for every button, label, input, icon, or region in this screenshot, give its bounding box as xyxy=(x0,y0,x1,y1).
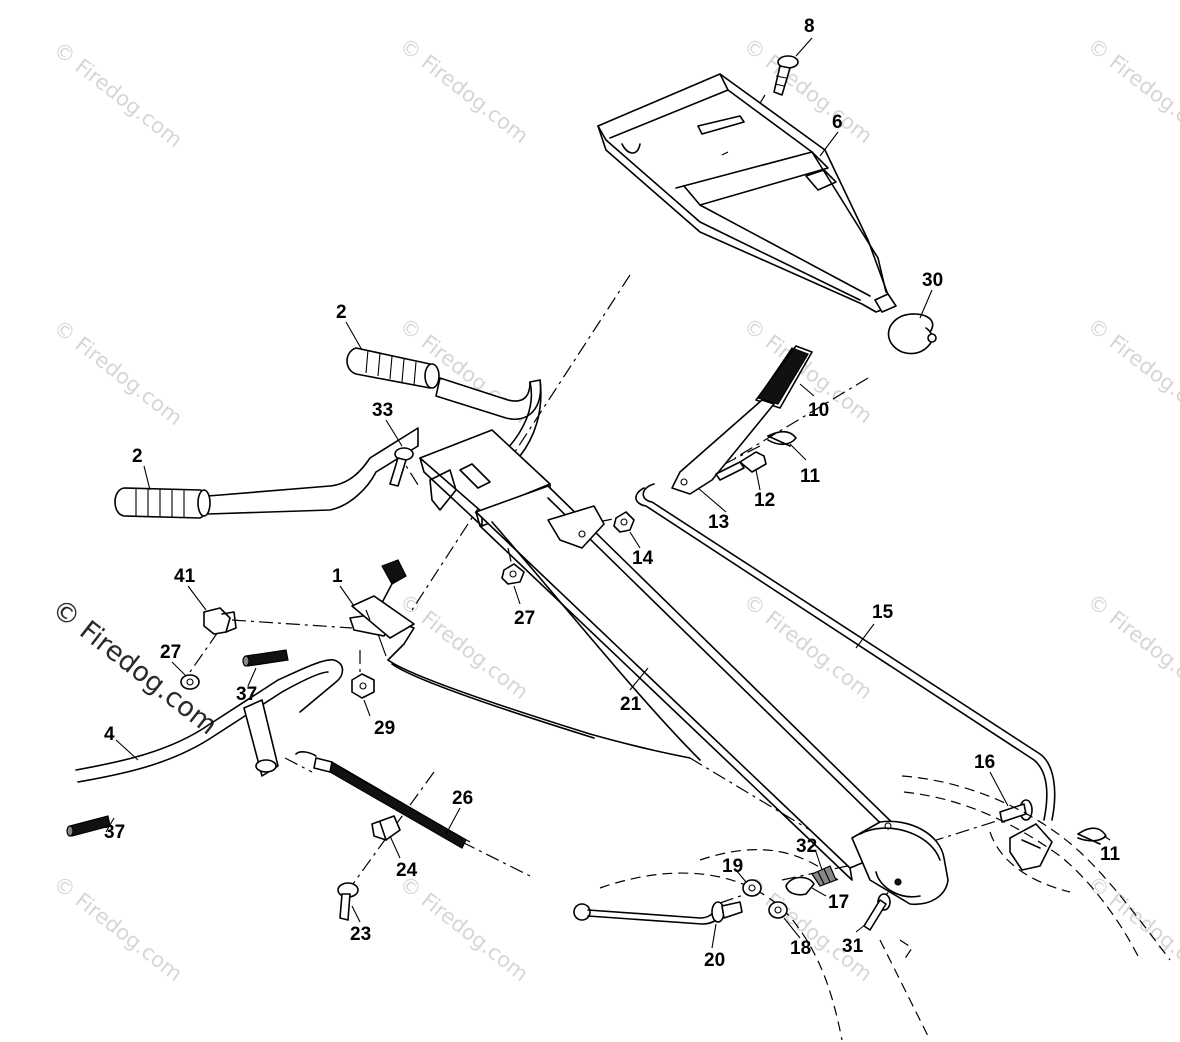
part-label-41: 41 xyxy=(174,566,196,587)
part-label-29: 29 xyxy=(374,718,395,739)
washer-18 xyxy=(768,901,788,919)
part-label-24: 24 xyxy=(396,860,418,881)
watermark: © Firedog.com xyxy=(49,871,187,986)
bolt-33 xyxy=(389,447,414,487)
watermark: © Firedog.com xyxy=(1083,589,1180,704)
nut-14 xyxy=(613,511,635,533)
bolt-12 xyxy=(715,451,767,481)
grip-2-lower xyxy=(114,487,211,519)
part-label-27-left: 27 xyxy=(160,642,181,663)
part-label-2-lower: 2 xyxy=(132,446,143,467)
grip-2-upper xyxy=(346,347,440,389)
watermark: © Firedog.com xyxy=(1083,871,1180,986)
leader-lines xyxy=(105,37,1111,949)
part-label-6: 6 xyxy=(832,112,843,133)
part-labels: 8 6 30 2 2 33 10 11 12 13 14 41 1 27 27 … xyxy=(104,16,1121,971)
part-label-4: 4 xyxy=(104,724,115,745)
linkage-bracket xyxy=(1009,823,1053,871)
watermark: © Firedog.com xyxy=(49,37,187,152)
hairpin-clip-11-lower xyxy=(1077,827,1107,845)
screw-31 xyxy=(863,893,891,931)
spring-32 xyxy=(811,865,837,887)
watermark: © Firedog.com xyxy=(395,871,533,986)
part-label-10: 10 xyxy=(808,400,829,421)
pin-37-upper xyxy=(242,649,289,667)
screw-23 xyxy=(337,882,359,921)
part-label-21: 21 xyxy=(620,694,642,715)
part-label-13: 13 xyxy=(708,512,729,533)
part-label-12: 12 xyxy=(754,490,775,511)
control-rod-15 xyxy=(635,483,1056,821)
tube-housing xyxy=(851,820,949,905)
part-label-20: 20 xyxy=(704,950,725,971)
clutch-lever-1 xyxy=(349,559,415,661)
bolt-16 xyxy=(999,799,1033,823)
part-label-37-upper: 37 xyxy=(236,684,257,705)
part-label-1: 1 xyxy=(332,566,343,587)
cable-26 xyxy=(295,751,471,849)
lever-grip-10 xyxy=(755,345,813,409)
part-label-17: 17 xyxy=(828,892,849,913)
watermark: © Firedog.com xyxy=(49,315,187,430)
part-label-19: 19 xyxy=(722,856,743,877)
part-label-37-lower: 37 xyxy=(104,822,125,843)
watermark: © Firedog.com xyxy=(739,589,877,704)
part-label-15: 15 xyxy=(872,602,894,623)
watermark: © Firedog.com xyxy=(1083,313,1180,428)
part-label-16: 16 xyxy=(974,752,995,773)
nut-27-left xyxy=(180,674,200,690)
part-label-23: 23 xyxy=(350,924,371,945)
cable-lever xyxy=(387,659,691,759)
watermark-prominent: © Firedog.com xyxy=(46,593,223,741)
watermark: © Firedog.com xyxy=(1083,33,1180,148)
lever-13 xyxy=(671,399,775,495)
hairpin-clip-11-upper xyxy=(767,430,797,447)
part-label-30: 30 xyxy=(922,270,943,291)
part-label-32: 32 xyxy=(796,836,817,857)
console-cover xyxy=(597,73,897,313)
part-label-14: 14 xyxy=(632,548,654,569)
screw-8 xyxy=(773,55,799,96)
shift-lever-20 xyxy=(573,901,743,925)
clip-41 xyxy=(203,607,237,635)
part-label-27-center: 27 xyxy=(514,608,535,629)
retaining-ring-30 xyxy=(887,313,937,355)
cable-clip-24 xyxy=(371,815,401,841)
handlebar xyxy=(207,377,542,515)
part-label-2-upper: 2 xyxy=(336,302,347,323)
part-label-26: 26 xyxy=(452,788,473,809)
part-label-31: 31 xyxy=(842,936,864,957)
part-label-18: 18 xyxy=(790,938,811,959)
nut-27-center xyxy=(501,563,525,585)
nut-29 xyxy=(351,673,375,699)
watermark: © Firedog.com xyxy=(395,33,533,148)
washer-19 xyxy=(742,879,762,897)
part-label-8: 8 xyxy=(804,16,815,37)
part-label-33: 33 xyxy=(372,400,393,421)
part-label-11-lower: 11 xyxy=(1100,844,1121,865)
part-label-11-upper: 11 xyxy=(800,466,821,487)
watermark: © Firedog.com xyxy=(395,589,533,704)
lower-frame-4 xyxy=(75,659,344,783)
shift-knob-17 xyxy=(785,876,815,896)
